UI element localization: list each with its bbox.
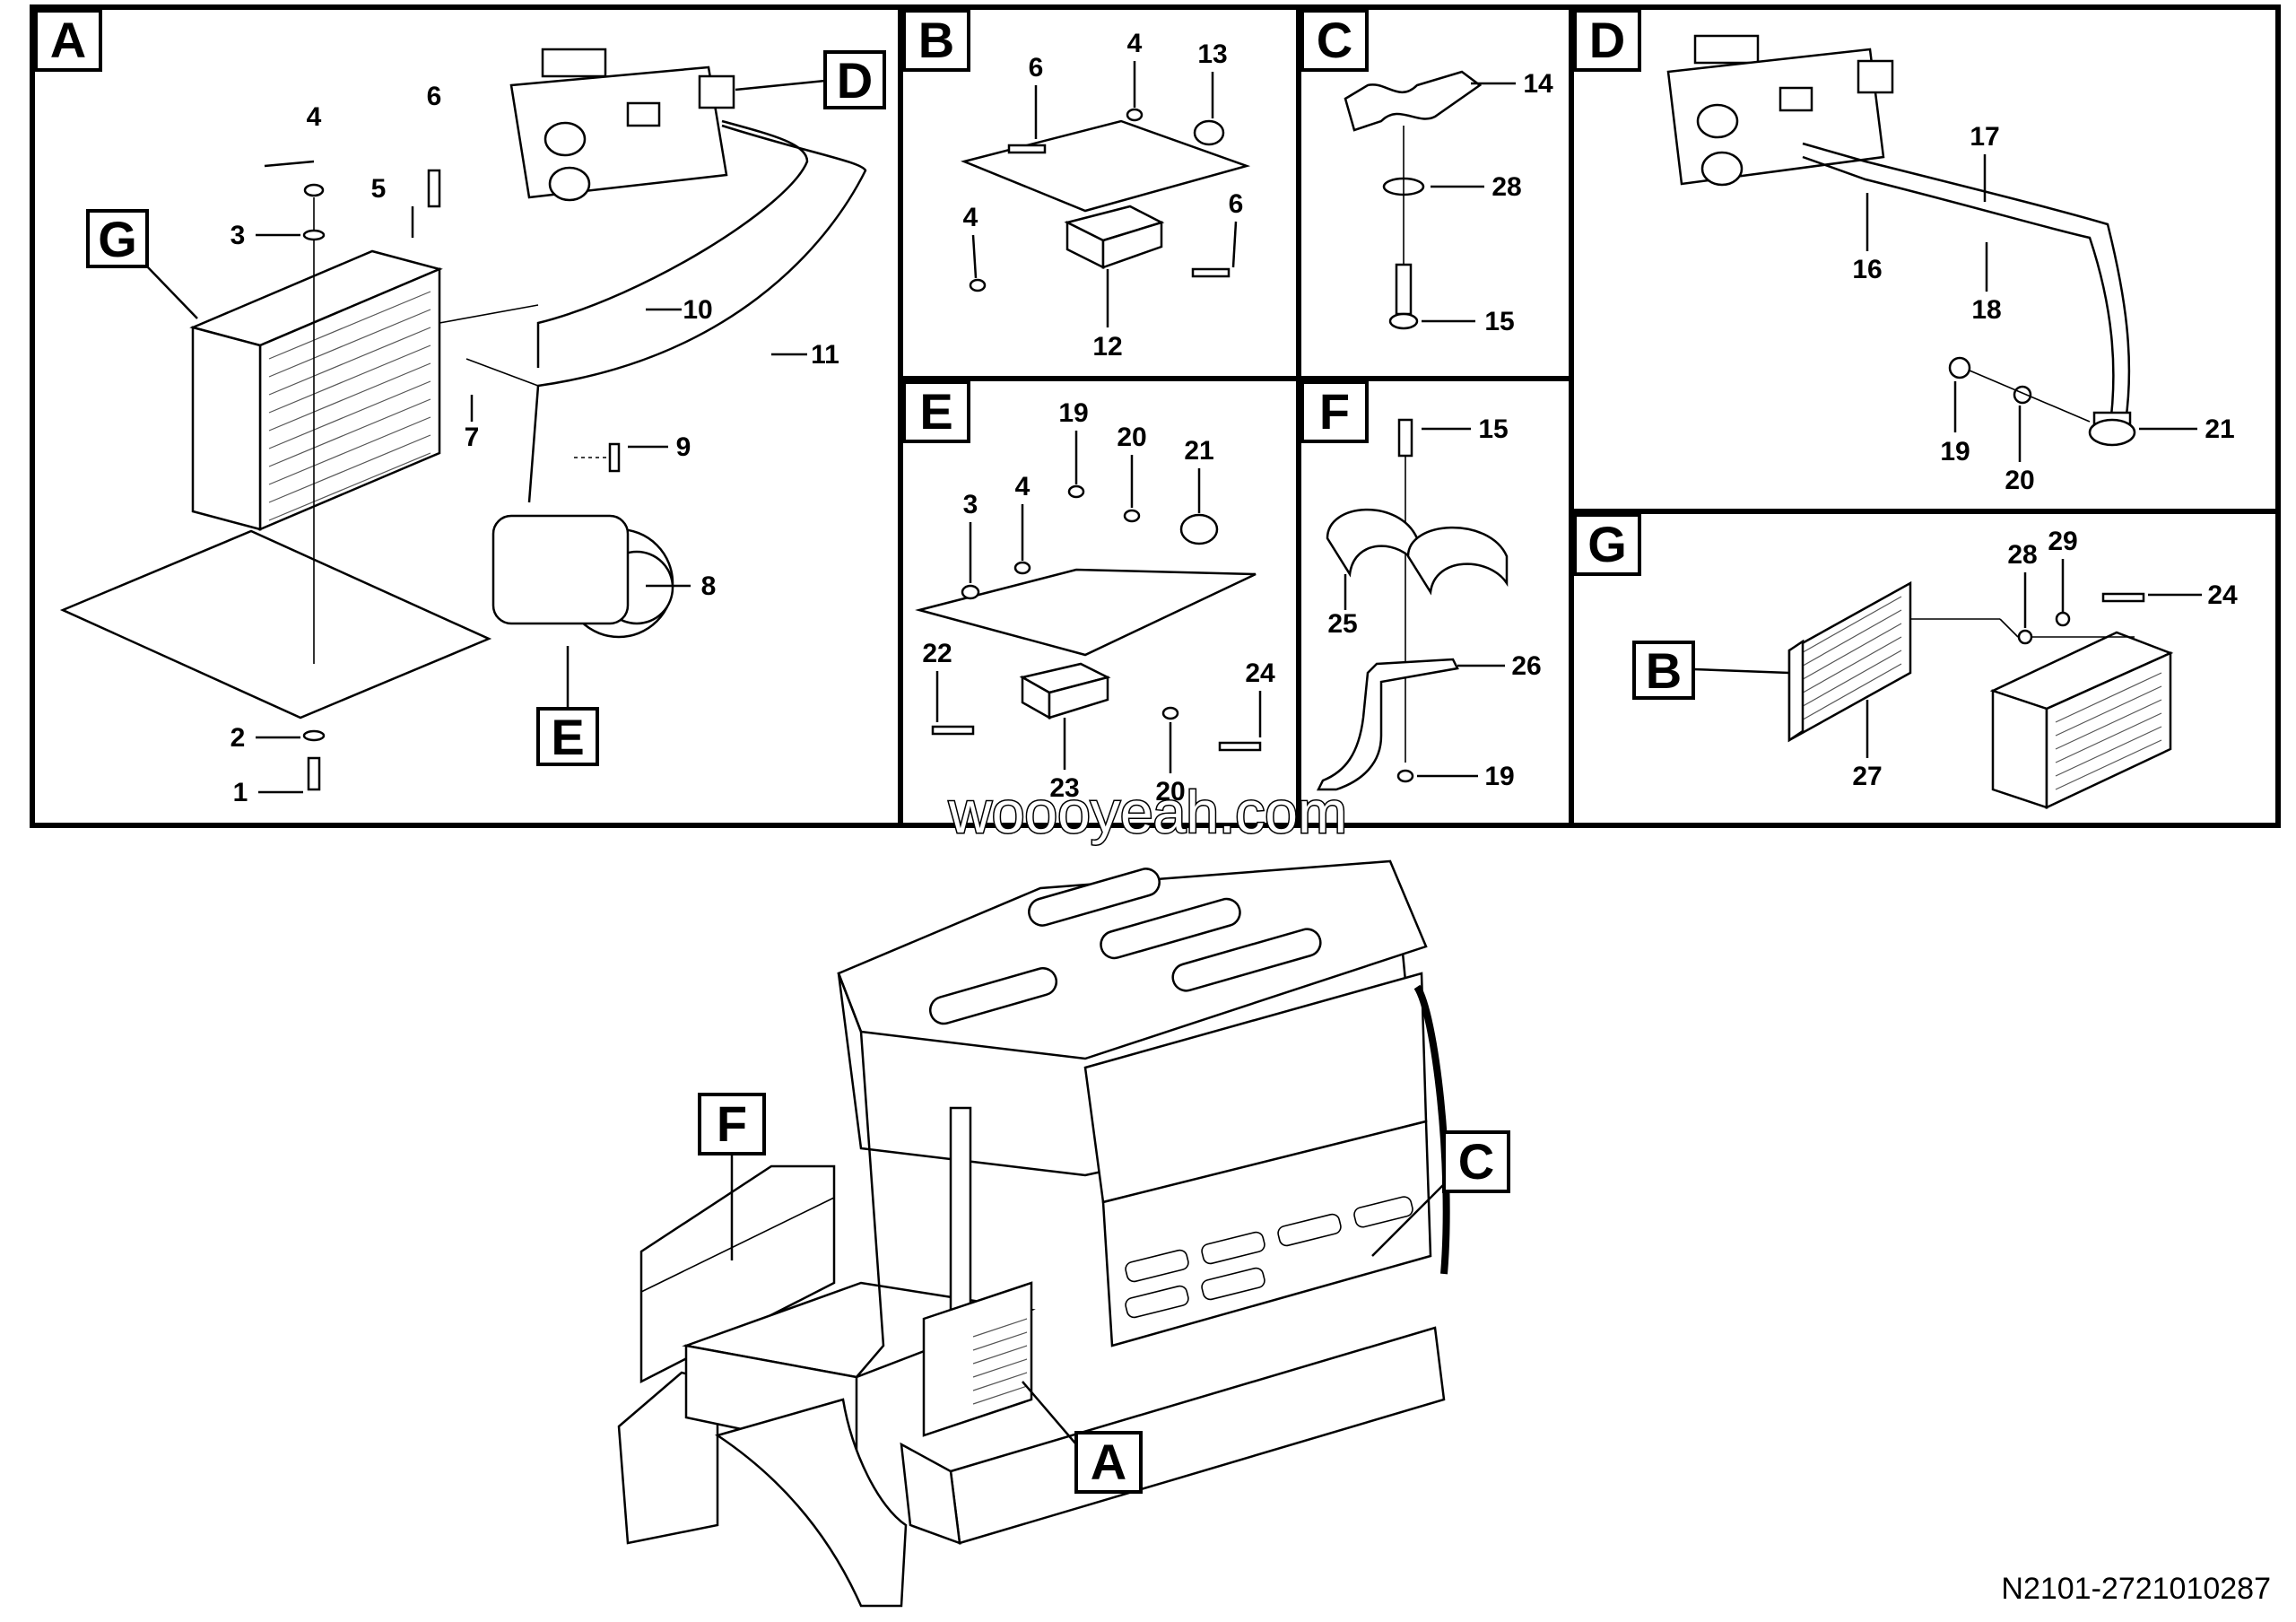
overview-label-A: A	[1022, 1381, 1143, 1494]
svg-text:2: 2	[230, 723, 246, 753]
watermark: woooyeah.com	[948, 779, 1347, 845]
svg-text:G: G	[1587, 516, 1627, 572]
svg-text:19: 19	[1484, 762, 1514, 791]
svg-text:C: C	[1458, 1133, 1494, 1190]
panel-E-callouts: 19 20 21 3 4 22 24 23 20	[922, 398, 1275, 807]
svg-text:26: 26	[1511, 651, 1541, 681]
svg-text:9: 9	[676, 432, 691, 462]
svg-text:29: 29	[2048, 527, 2077, 556]
panel-label-C: C	[1300, 9, 1369, 72]
svg-text:4: 4	[963, 203, 978, 232]
svg-text:28: 28	[2007, 540, 2037, 570]
panel-G-callouts: 28 29 24 27 B	[1632, 527, 2238, 791]
svg-text:B: B	[1646, 642, 1682, 699]
panel-E-drawing	[915, 484, 1262, 752]
svg-text:G: G	[98, 211, 137, 267]
svg-text:4: 4	[1015, 472, 1031, 501]
svg-text:E: E	[919, 383, 952, 440]
svg-text:15: 15	[1478, 414, 1508, 444]
panel-F-drawing	[1316, 418, 1509, 791]
svg-text:13: 13	[1197, 39, 1227, 69]
svg-text:27: 27	[1852, 762, 1882, 791]
overview-label-F: F	[698, 1093, 766, 1260]
svg-text:18: 18	[1971, 295, 2001, 325]
svg-text:21: 21	[2205, 414, 2234, 444]
svg-text:25: 25	[1327, 609, 1357, 639]
svg-text:B: B	[918, 12, 954, 68]
panel-label-E: E	[902, 380, 970, 443]
svg-text:22: 22	[922, 639, 952, 668]
svg-text:5: 5	[371, 174, 387, 204]
overview-label-C: C	[1371, 1130, 1510, 1257]
svg-text:21: 21	[1184, 436, 1213, 466]
panel-D-callouts: 17 16 18 19 20 21	[1852, 122, 2234, 495]
svg-text:10: 10	[683, 295, 712, 325]
panel-A-drawing	[59, 48, 867, 791]
svg-text:6: 6	[1229, 189, 1244, 219]
panel-C-callouts: 14 28 15	[1422, 69, 1553, 336]
svg-text:3: 3	[963, 490, 978, 519]
panel-A-callouts: 4 6 5 3 10 11 7 9 8 2 1 G E D	[86, 50, 886, 807]
svg-text:4: 4	[1127, 29, 1143, 58]
svg-text:4: 4	[307, 102, 322, 132]
panel-label-B: B	[902, 9, 970, 72]
svg-text:12: 12	[1092, 332, 1122, 362]
svg-text:14: 14	[1523, 69, 1553, 99]
panel-B-callouts: 6 4 13 4 6 12	[963, 29, 1244, 362]
svg-text:20: 20	[2005, 466, 2034, 495]
svg-text:D: D	[1589, 12, 1625, 68]
panel-label-D: D	[1573, 9, 1641, 72]
svg-text:20: 20	[1117, 423, 1146, 452]
svg-text:8: 8	[701, 571, 717, 601]
svg-text:D: D	[837, 52, 873, 109]
svg-text:F: F	[717, 1095, 747, 1152]
panel-label-F: F	[1300, 380, 1369, 443]
svg-text:7: 7	[465, 423, 480, 452]
svg-text:24: 24	[2207, 580, 2238, 610]
reference-code: N2101-2721010287	[2001, 1572, 2271, 1606]
panel-label-G: G	[1573, 513, 1641, 576]
svg-text:19: 19	[1058, 398, 1088, 428]
panel-label-A: A	[34, 9, 102, 72]
machine-overview	[617, 859, 1450, 1608]
panel-F-callouts: 15 25 26 19	[1327, 414, 1541, 791]
svg-text:20: 20	[1155, 777, 1185, 807]
svg-text:3: 3	[230, 221, 246, 250]
svg-text:C: C	[1317, 12, 1352, 68]
panel-G-drawing	[1787, 580, 2174, 809]
panel-B-drawing	[961, 108, 1251, 292]
panel-C-drawing	[1344, 70, 1483, 330]
svg-text:6: 6	[1029, 53, 1044, 83]
svg-text:F: F	[1319, 383, 1350, 440]
svg-text:6: 6	[427, 82, 442, 111]
svg-text:19: 19	[1940, 437, 1970, 467]
svg-text:17: 17	[1970, 122, 1999, 152]
svg-text:A: A	[50, 12, 86, 68]
svg-text:A: A	[1091, 1434, 1126, 1490]
svg-text:24: 24	[1245, 658, 1275, 688]
svg-text:23: 23	[1049, 773, 1079, 803]
svg-text:16: 16	[1852, 255, 1882, 284]
panel-D-drawing	[1666, 34, 2136, 447]
svg-text:15: 15	[1484, 307, 1514, 336]
svg-text:11: 11	[811, 340, 839, 370]
svg-text:28: 28	[1492, 172, 1521, 202]
svg-text:1: 1	[233, 778, 248, 807]
svg-text:E: E	[551, 709, 584, 765]
